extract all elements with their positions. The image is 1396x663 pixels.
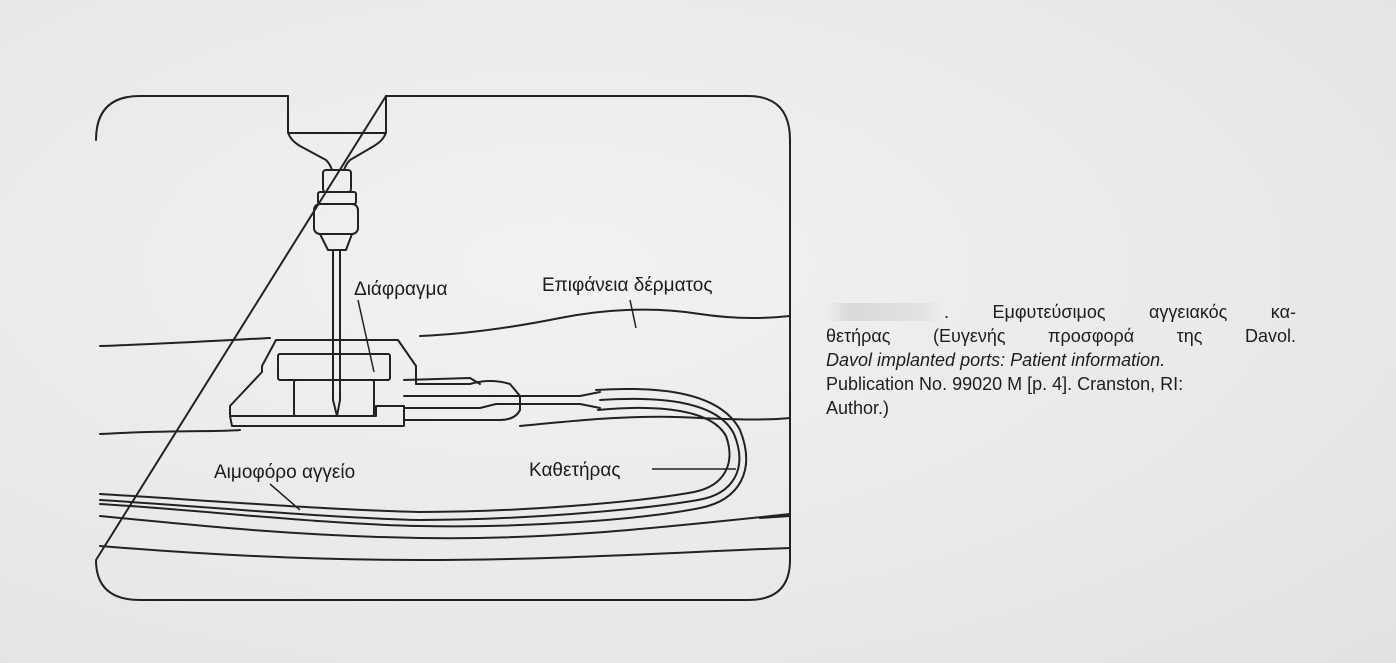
caption-line-3: Davol implanted ports: Patient informati… [826, 350, 1166, 370]
label-catheter: Καθετήρας [529, 460, 620, 481]
label-skin-surface: Επιφάνεια δέρματος [542, 275, 713, 296]
blood-vessel [99, 513, 791, 561]
port-body [229, 339, 601, 427]
diagram-frame [95, 95, 791, 601]
skin-surface [99, 308, 791, 435]
obscured-figure-number [826, 303, 944, 321]
figure-caption: . Εμφυτεύσιμος αγγειακός κα- θετήρας (Ευ… [826, 300, 1296, 420]
label-blood-vessel: Αιμοφόρο αγγείο [214, 462, 355, 483]
catheter [99, 387, 748, 528]
iv-bottle [287, 95, 387, 251]
caption-line-5: Author.) [826, 398, 890, 418]
label-diaphragm: Διάφραγμα [354, 279, 447, 300]
caption-line-1: . Εμφυτεύσιμος αγγειακός κα- [826, 300, 1296, 324]
needle [332, 249, 341, 417]
caption-line-2: θετήρας (Ευγενής προσφορά της Davol. [826, 326, 1296, 346]
leader-lines [269, 299, 736, 511]
caption-line-4: Publication No. 99020 M [p. 4]. Cranston… [826, 374, 1184, 394]
